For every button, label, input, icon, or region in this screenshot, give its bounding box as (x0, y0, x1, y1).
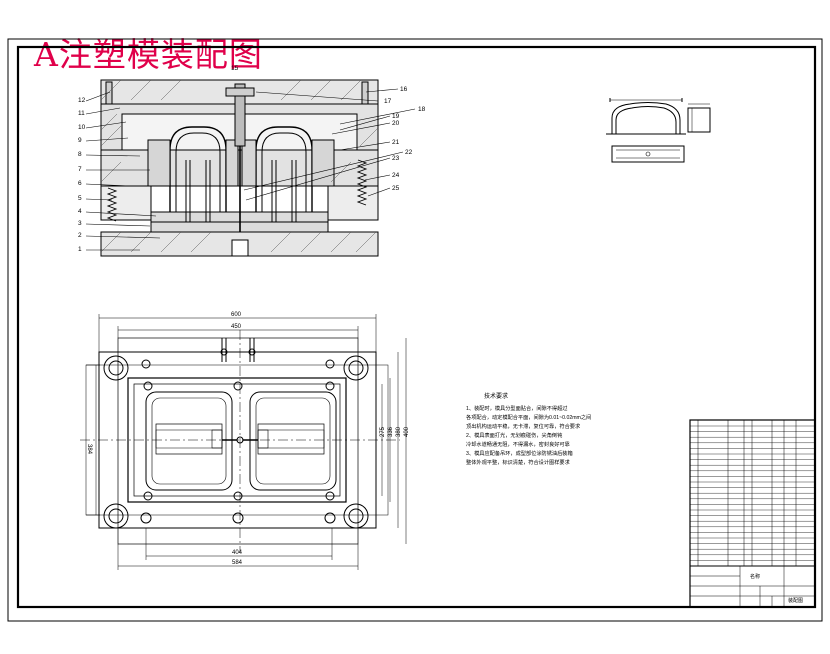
notes-line: 3、模具应配备吊环，成型部位涂防锈油后装箱 (466, 449, 573, 457)
dimension-lines (86, 314, 407, 570)
title-block (689, 565, 816, 608)
notes-line: 整体外观平整，标识清楚，符合设计图样要求 (466, 458, 571, 466)
part-number: 19 (392, 113, 400, 120)
part-number: 10 (78, 124, 86, 131)
plan-view (80, 330, 400, 552)
notes-heading: 技术要求 (484, 392, 508, 400)
technical-notes: 技术要求 1、装配时，模具分型面贴合，间隙不得超过 各项配合，动定模配合平面，间… (466, 392, 591, 466)
outer-frame (7, 38, 823, 622)
dim-right: 275 (380, 426, 386, 437)
part-number: 6 (78, 180, 82, 187)
part-number: 17 (384, 98, 392, 105)
dim-right: 400 (404, 426, 410, 437)
dim-left: 384 (86, 444, 92, 455)
part-number: 16 (400, 86, 408, 93)
part-number: 24 (392, 172, 400, 179)
product-views (606, 98, 711, 163)
part-number: 20 (392, 120, 400, 127)
part-number: 11 (78, 110, 85, 117)
part-number: 1 (78, 246, 82, 253)
title-block-name: 名称 (750, 573, 760, 580)
part-number: 7 (78, 166, 82, 173)
part-number-labels: 12 11 10 9 8 7 6 5 4 3 2 1 15 16 17 18 1… (78, 65, 426, 253)
part-number: 22 (405, 149, 413, 156)
title-block-label: 装配图 (788, 597, 803, 604)
part-number: 12 (78, 97, 86, 104)
notes-line: 2、模具表面打光，无划痕碰伤，尖角倒钝 (466, 431, 562, 439)
notes-line: 1、装配时，模具分型面贴合，间隙不得超过 (466, 404, 567, 412)
part-number: 3 (78, 220, 82, 227)
notes-line: 各项配合，动定模配合平面，间隙为0.01~0.02mm之间 (466, 413, 591, 421)
part-number: 5 (78, 195, 82, 202)
section-view (85, 79, 416, 257)
dim-right: 336 (388, 426, 394, 437)
part-number: 25 (392, 185, 400, 192)
dim-top-inner: 450 (231, 324, 242, 330)
dim-right: 380 (396, 426, 402, 437)
dim-top-outer: 600 (231, 312, 242, 318)
inner-frame (16, 45, 817, 609)
notes-line: 冷却水道畅通无阻，不得漏水，密封良好可靠 (466, 440, 570, 448)
part-number: 15 (231, 65, 239, 72)
part-number: 9 (78, 137, 82, 144)
dimension-labels: 600 450 404 584 384 275 336 380 400 (86, 312, 410, 566)
part-number: 2 (78, 232, 82, 239)
drawing-title: A注塑模装配图 (34, 35, 263, 74)
notes-line: 顶出机构运动平稳，无卡滞，复位可靠，符合要求 (466, 422, 581, 430)
part-number: 21 (392, 139, 400, 146)
part-number: 4 (78, 208, 82, 215)
parts-list-rows (690, 425, 815, 561)
part-number: 23 (392, 155, 400, 162)
part-number: 18 (418, 106, 426, 113)
dim-bottom-inner: 404 (232, 550, 243, 556)
dim-bottom-outer: 584 (232, 560, 243, 566)
part-number: 8 (78, 151, 82, 158)
